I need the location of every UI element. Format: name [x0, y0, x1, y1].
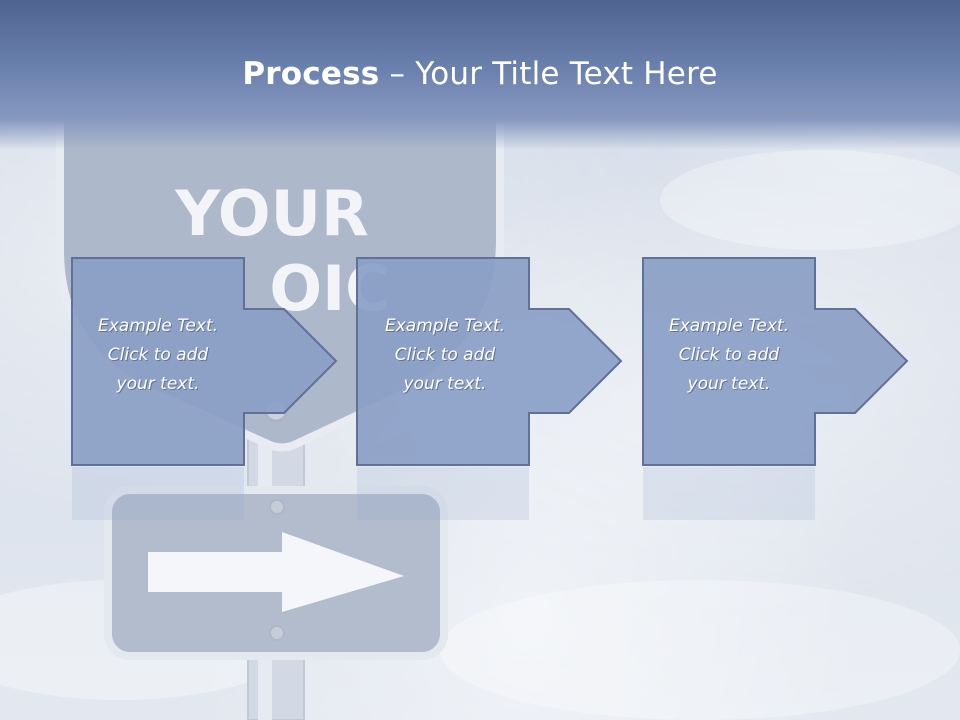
svg-text:Click to add: Click to add: [109, 346, 210, 366]
step-3-line-3: your text.: [687, 374, 771, 394]
sign-word: YOUR: [174, 177, 368, 250]
svg-text:your text.: your text.: [117, 375, 201, 395]
process-step-1[interactable]: Example Text. Example Text. Click to add…: [71, 257, 338, 466]
step-2-line-1: Example Text.: [385, 316, 505, 336]
svg-text:Example Text.: Example Text.: [386, 317, 506, 337]
step-3-line-2: Click to add: [679, 345, 780, 365]
svg-text:Example Text.: Example Text.: [99, 317, 219, 337]
slide-title[interactable]: Process – Your Title Text Here: [0, 52, 960, 96]
svg-text:Example Text.: Example Text.: [670, 317, 790, 337]
title-bold: Process: [242, 56, 380, 92]
step-1-line-3: your text.: [116, 374, 200, 394]
svg-text:Click to add: Click to add: [680, 346, 781, 366]
svg-text:your text.: your text.: [404, 375, 488, 395]
title-band: [0, 0, 960, 150]
svg-text:your text.: your text.: [688, 375, 772, 395]
step-1-line-1: Example Text.: [98, 316, 218, 336]
svg-text:Click to add: Click to add: [396, 346, 497, 366]
process-step-2[interactable]: Example Text. Example Text. Click to add…: [356, 257, 623, 466]
step-3-line-1: Example Text.: [669, 316, 789, 336]
process-step-3[interactable]: Example Text. Example Text. Click to add…: [642, 257, 909, 466]
step-2-line-2: Click to add: [395, 345, 496, 365]
step-2-line-3: your text.: [403, 374, 487, 394]
title-rest: – Your Title Text Here: [379, 56, 718, 92]
step-1-line-2: Click to add: [108, 345, 209, 365]
